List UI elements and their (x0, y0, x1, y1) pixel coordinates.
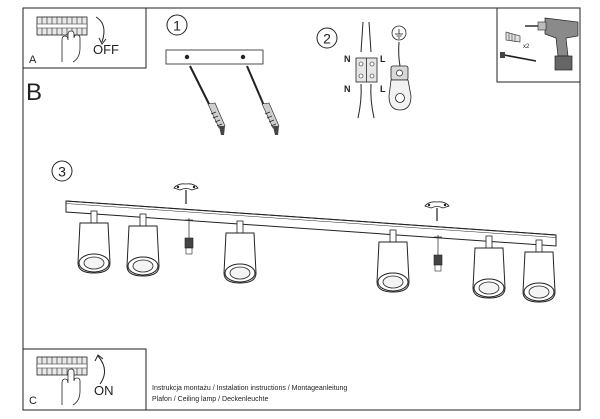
arrow-up-icon (97, 355, 105, 385)
spotlight-2 (126, 213, 160, 277)
step-2-number: 2 (323, 31, 331, 47)
step-2-badge (316, 27, 338, 49)
mounting-bracket-left (173, 183, 199, 204)
label-l-top: L (380, 54, 386, 64)
mounting-bracket-right (424, 201, 450, 221)
mounting-plate (165, 49, 264, 65)
hand-icon (61, 368, 81, 406)
tools-panel: x2 (496, 7, 581, 83)
terminal-block (355, 57, 378, 83)
screw-icon (500, 52, 537, 62)
tools-box (496, 7, 581, 83)
arrow-down-icon (95, 16, 105, 43)
step-3-number: 3 (58, 164, 66, 180)
hand-icon (61, 30, 81, 63)
spotlight-5 (472, 235, 506, 299)
spotlight-6 (522, 239, 556, 303)
ground-terminal-icon (388, 65, 412, 111)
panel-b-letter: B (26, 79, 42, 106)
lamp-wires (357, 83, 375, 119)
panel-a-letter: A (29, 54, 37, 66)
step-3-assembly: 3 (51, 160, 557, 303)
ground-wire (398, 41, 401, 67)
label-n-top: N (344, 54, 351, 64)
breaker-panel-icon (36, 356, 88, 376)
panel-a-switch-off: A OFF (22, 7, 147, 69)
breaker-panel-icon (36, 16, 88, 36)
tools-count: x2 (523, 44, 530, 50)
step-1-badge (166, 14, 188, 36)
panel-c-label: ON (94, 383, 114, 398)
panel-c-switch-on: C ON (22, 348, 147, 411)
bulb-icon (433, 235, 443, 272)
drill-icon (525, 17, 579, 71)
footer-product: Plafon / Ceiling lamp / Deckenleuchte (152, 396, 268, 403)
step-2-wiring: 2 N L N L (316, 21, 412, 119)
spotlight-1 (77, 210, 111, 274)
ground-icon (391, 25, 407, 41)
step-1-mounting: 1 (165, 14, 280, 135)
dowel-icon (505, 31, 521, 43)
spotlight-3 (223, 220, 257, 284)
panel-c-letter: C (29, 395, 37, 407)
bulb-icon (184, 218, 194, 255)
supply-wires (360, 21, 372, 53)
screw-dowel-left (189, 65, 226, 135)
outer-frame (22, 7, 581, 411)
step-3-badge (51, 160, 73, 182)
screw-dowel-right (246, 65, 280, 135)
label-n-bottom: N (344, 84, 351, 94)
step-1-number: 1 (173, 18, 181, 34)
ceiling-bar (65, 200, 557, 247)
footer-instructions: Instrukcja montażu / Instalation instruc… (152, 385, 347, 392)
label-l-bottom: L (380, 84, 386, 94)
panel-a-label: OFF (93, 42, 119, 57)
spotlight-4 (376, 229, 410, 293)
